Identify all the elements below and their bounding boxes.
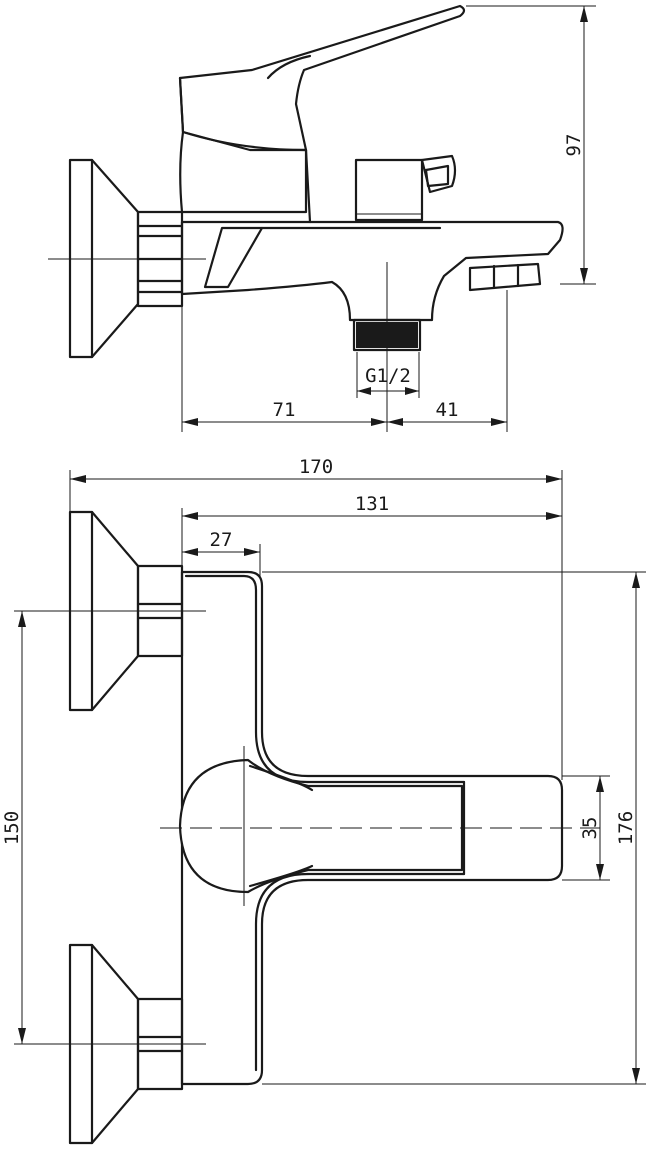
top-dim-131: 131: [181, 493, 562, 570]
side-dim-thread-label: G1/2: [365, 365, 411, 387]
top-dim-35: 35: [562, 775, 610, 881]
top-dim-170: 170: [69, 456, 563, 780]
side-lever-handle: [178, 4, 466, 152]
side-dim-thread: G1/2: [356, 352, 420, 398]
top-dim-150: 150: [1, 611, 26, 1044]
side-view: 97 G1/2 71 41: [48, 4, 596, 432]
top-dim-27-label: 27: [210, 529, 233, 551]
side-dim-71-label: 71: [273, 399, 296, 421]
side-diverter-knob: [354, 154, 457, 222]
side-dim-height-label: 97: [563, 134, 585, 157]
top-dim-131-label: 131: [355, 493, 389, 515]
side-dim-horizontal: 71 41: [181, 290, 508, 432]
top-dim-176: 176: [262, 571, 646, 1085]
top-lever-handle: [178, 758, 464, 894]
side-cartridge: [179, 130, 312, 224]
top-dim-176-label: 176: [615, 811, 637, 845]
side-body: [180, 220, 564, 322]
top-dim-150-label: 150: [1, 811, 23, 845]
top-view: 170 131 27: [1, 456, 646, 1145]
top-dim-170-label: 170: [299, 456, 333, 478]
top-dim-35-label: 35: [579, 817, 601, 840]
top-dim-27: 27: [182, 529, 261, 578]
side-dim-41-label: 41: [436, 399, 459, 421]
side-dim-height: 97: [466, 5, 596, 285]
side-aerator: [468, 262, 542, 292]
